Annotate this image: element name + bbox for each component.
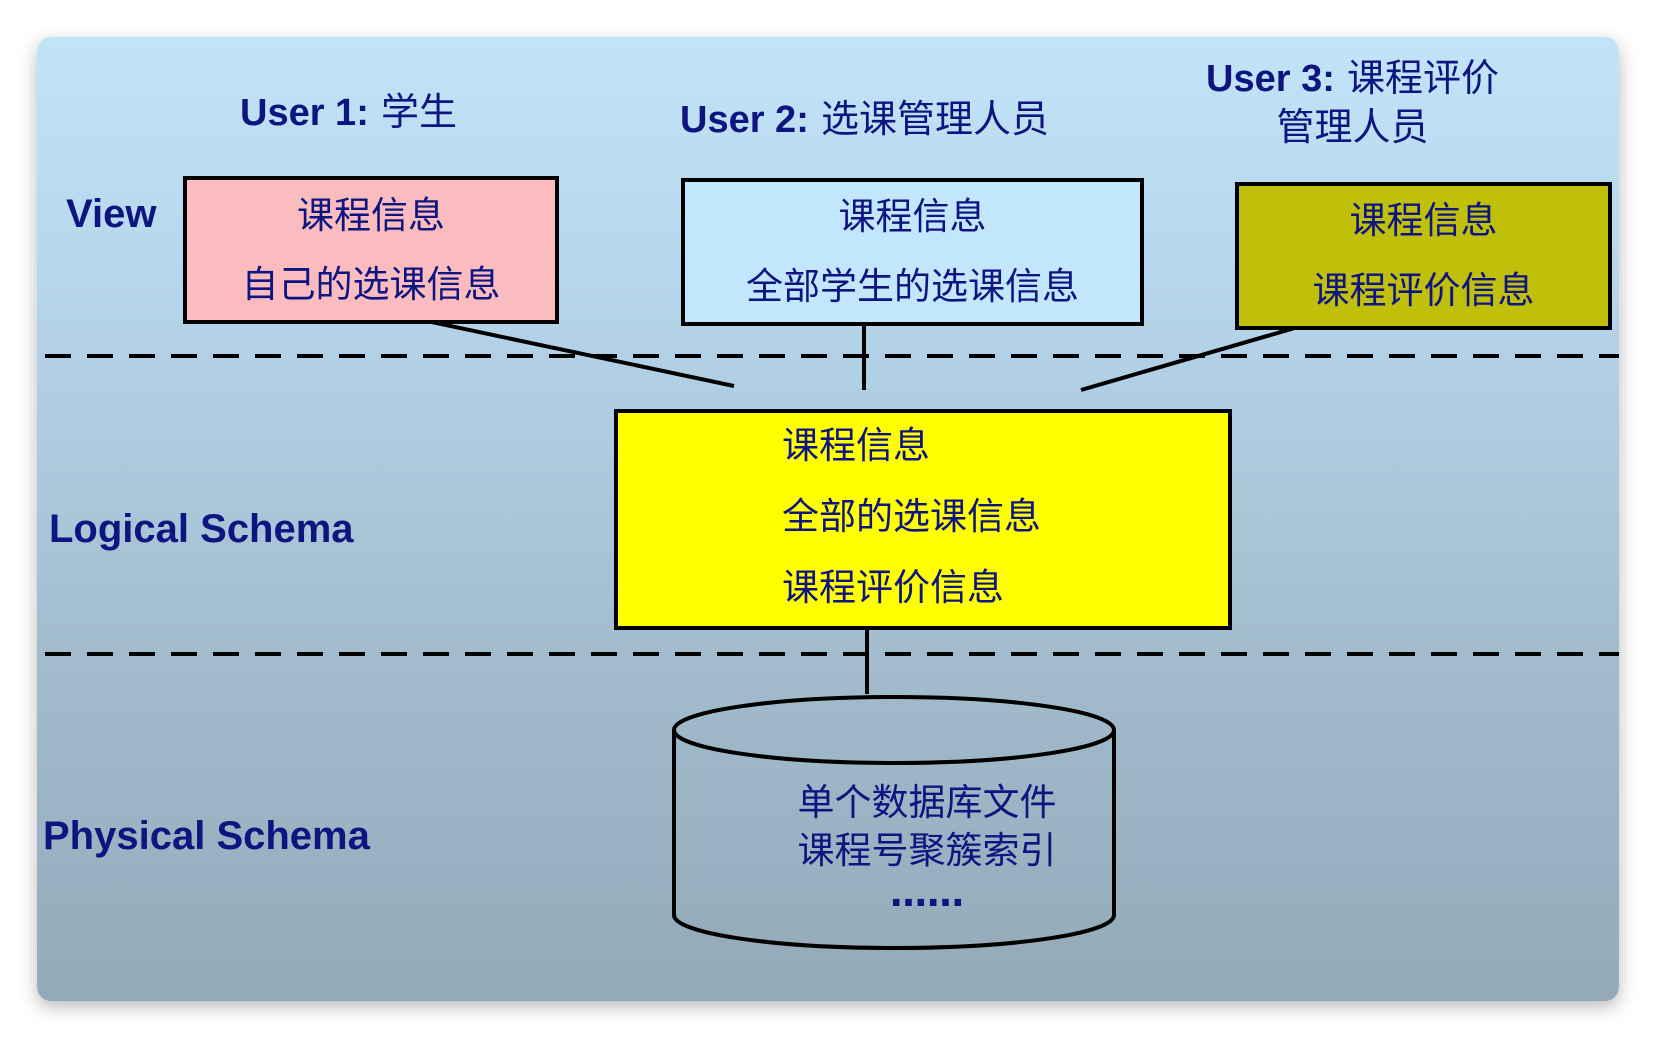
user-3-view-box: 课程信息 课程评价信息 <box>1235 182 1612 330</box>
database-line-3: …… <box>890 872 964 915</box>
user-1-role: 学生 <box>380 90 457 134</box>
user-1-view-box: 课程信息 自己的选课信息 <box>183 176 559 324</box>
user-1-view-line-2: 自己的选课信息 <box>241 263 501 306</box>
database-line-1: 单个数据库文件 <box>797 781 1057 824</box>
user-3-view-line-1: 课程信息 <box>1349 199 1498 242</box>
user-1-view-line-1: 课程信息 <box>297 194 445 237</box>
connectors-layer <box>45 308 1619 950</box>
user-2-id: User 2: <box>680 99 809 141</box>
layer-label-logical: Logical Schema <box>49 507 354 551</box>
logical-schema-box: 课程信息 全部的选课信息 课程评价信息 <box>614 409 1232 630</box>
user-2-view-line-1: 课程信息 <box>838 195 987 238</box>
user-3-id: User 3: <box>1206 58 1335 100</box>
user-2-view-line-2: 全部学生的选课信息 <box>746 265 1079 308</box>
user-1-title: User 1: 学生 <box>240 89 457 138</box>
user-2-title: User 2: 选课管理人员 <box>680 96 1049 145</box>
logical-line-1: 课程信息 <box>782 424 930 467</box>
layer-label-physical: Physical Schema <box>43 814 370 858</box>
database-line-2: 课程号聚簇索引 <box>797 829 1057 872</box>
user-3-view-line-2: 课程评价信息 <box>1312 269 1535 312</box>
user-3-title: User 3: 课程评价 管理人员 <box>1190 55 1515 151</box>
user-2-view-box: 课程信息 全部学生的选课信息 <box>681 178 1144 326</box>
logical-line-3: 课程评价信息 <box>782 566 1004 609</box>
user-3-role-line-1: 课程评价 <box>1346 56 1499 100</box>
diagram-canvas: View Logical Schema Physical Schema User… <box>37 37 1619 1001</box>
user-2-role: 选课管理人员 <box>820 97 1049 141</box>
user-3-role-line-2: 管理人员 <box>1276 104 1429 149</box>
layer-label-view: View <box>66 192 157 236</box>
user-1-id: User 1: <box>240 92 369 134</box>
logical-line-2: 全部的选课信息 <box>782 495 1041 538</box>
database-cylinder <box>672 695 1116 950</box>
